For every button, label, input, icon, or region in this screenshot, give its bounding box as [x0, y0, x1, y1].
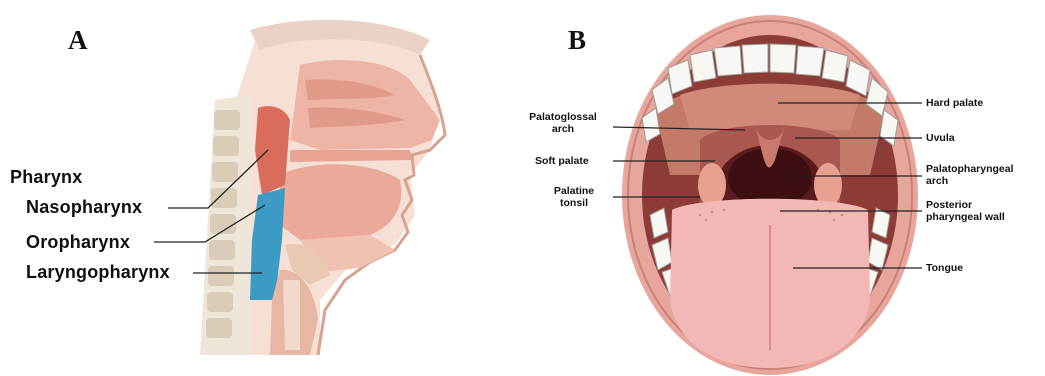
label-posterior-pharyngeal-wall: Posterior pharyngeal wall	[926, 199, 1005, 223]
panel-b-letter: B	[568, 25, 586, 56]
label-palatoglossal-arch: Palatoglossal arch	[515, 111, 611, 135]
sagittal-head-illustration	[154, 20, 445, 355]
label-palatine-tonsil-line1: Palatine	[540, 185, 608, 197]
label-palatoglossal-arch-line2: arch	[515, 123, 611, 135]
label-palatopharyngeal-arch: Palatopharyngeal arch	[926, 163, 1014, 187]
label-tongue: Tongue	[926, 262, 963, 274]
label-posterior-pharyngeal-wall-line2: pharyngeal wall	[926, 211, 1005, 223]
label-uvula: Uvula	[926, 132, 955, 144]
label-hard-palate: Hard palate	[926, 97, 983, 109]
label-palatine-tonsil-line2: tonsil	[540, 197, 608, 209]
open-mouth-illustration	[613, 15, 922, 375]
label-laryngopharynx: Laryngopharynx	[26, 262, 170, 283]
pharynx-heading: Pharynx	[10, 167, 82, 188]
label-soft-palate: Soft palate	[535, 155, 589, 167]
label-posterior-pharyngeal-wall-line1: Posterior	[926, 199, 1005, 211]
label-nasopharynx: Nasopharynx	[26, 197, 142, 218]
label-palatopharyngeal-arch-line2: arch	[926, 175, 1014, 187]
label-oropharynx: Oropharynx	[26, 232, 130, 253]
label-palatoglossal-arch-line1: Palatoglossal	[515, 111, 611, 123]
panel-a-letter: A	[68, 25, 88, 56]
label-palatine-tonsil: Palatine tonsil	[540, 185, 608, 209]
label-palatopharyngeal-arch-line1: Palatopharyngeal	[926, 163, 1014, 175]
